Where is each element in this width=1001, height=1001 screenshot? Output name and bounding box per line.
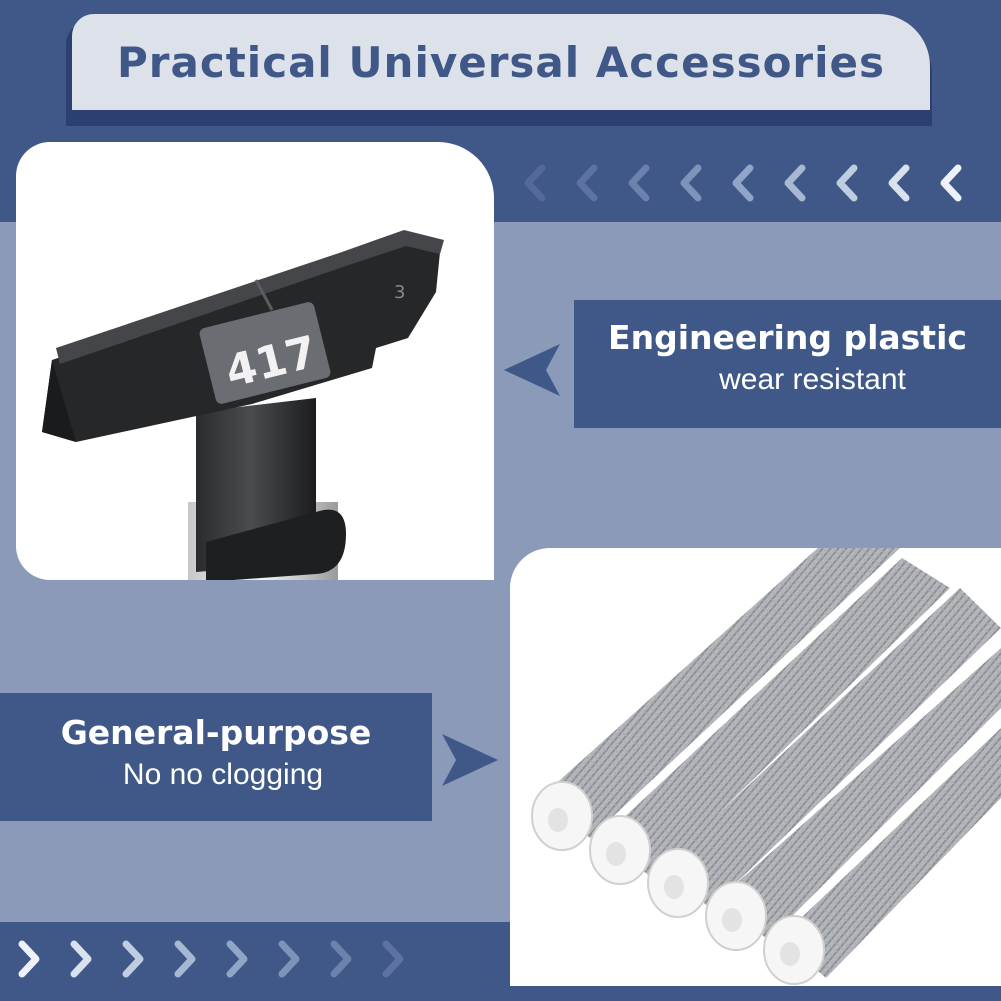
chevron-right-icon — [122, 940, 144, 978]
page-title: Practical Universal Accessories — [116, 37, 886, 87]
chevron-left-icon — [524, 164, 546, 202]
tip-handle-illustration: 417 3 — [42, 230, 444, 580]
chevron-row-bottom — [18, 940, 404, 978]
chevron-left-icon — [836, 164, 858, 202]
tip-side-mark: 3 — [394, 282, 405, 303]
chevron-right-icon — [18, 940, 40, 978]
chevron-right-icon — [174, 940, 196, 978]
feature-1-subtext: wear resistant — [719, 363, 906, 396]
product-image-tip-handle: 417 3 — [16, 142, 494, 580]
feature-general-purpose: General-purpose No no clogging — [0, 693, 432, 821]
chevron-left-icon — [784, 164, 806, 202]
chevron-left-icon — [628, 164, 650, 202]
arrow-left-icon — [504, 344, 560, 396]
arrow-right-icon — [442, 734, 498, 786]
chevron-left-icon — [576, 164, 598, 202]
feature-engineering-plastic: Engineering plastic wear resistant — [574, 300, 1001, 428]
feature-2-subtext: No no clogging — [122, 758, 324, 791]
chevron-left-icon — [888, 164, 910, 202]
feature-1-heading: Engineering plastic — [608, 318, 967, 357]
chevron-left-icon — [940, 164, 962, 202]
chevron-right-icon — [226, 940, 248, 978]
chevron-right-icon — [382, 940, 404, 978]
mesh-filters-illustration — [531, 548, 1001, 985]
chevron-row-top — [524, 164, 962, 202]
chevron-right-icon — [330, 940, 352, 978]
product-image-mesh-filters — [510, 548, 1001, 986]
title-banner: Practical Universal Accessories — [72, 14, 930, 110]
chevron-left-icon — [680, 164, 702, 202]
feature-2-heading: General-purpose — [60, 713, 372, 752]
chevron-right-icon — [278, 940, 300, 978]
chevron-left-icon — [732, 164, 754, 202]
chevron-right-icon — [70, 940, 92, 978]
